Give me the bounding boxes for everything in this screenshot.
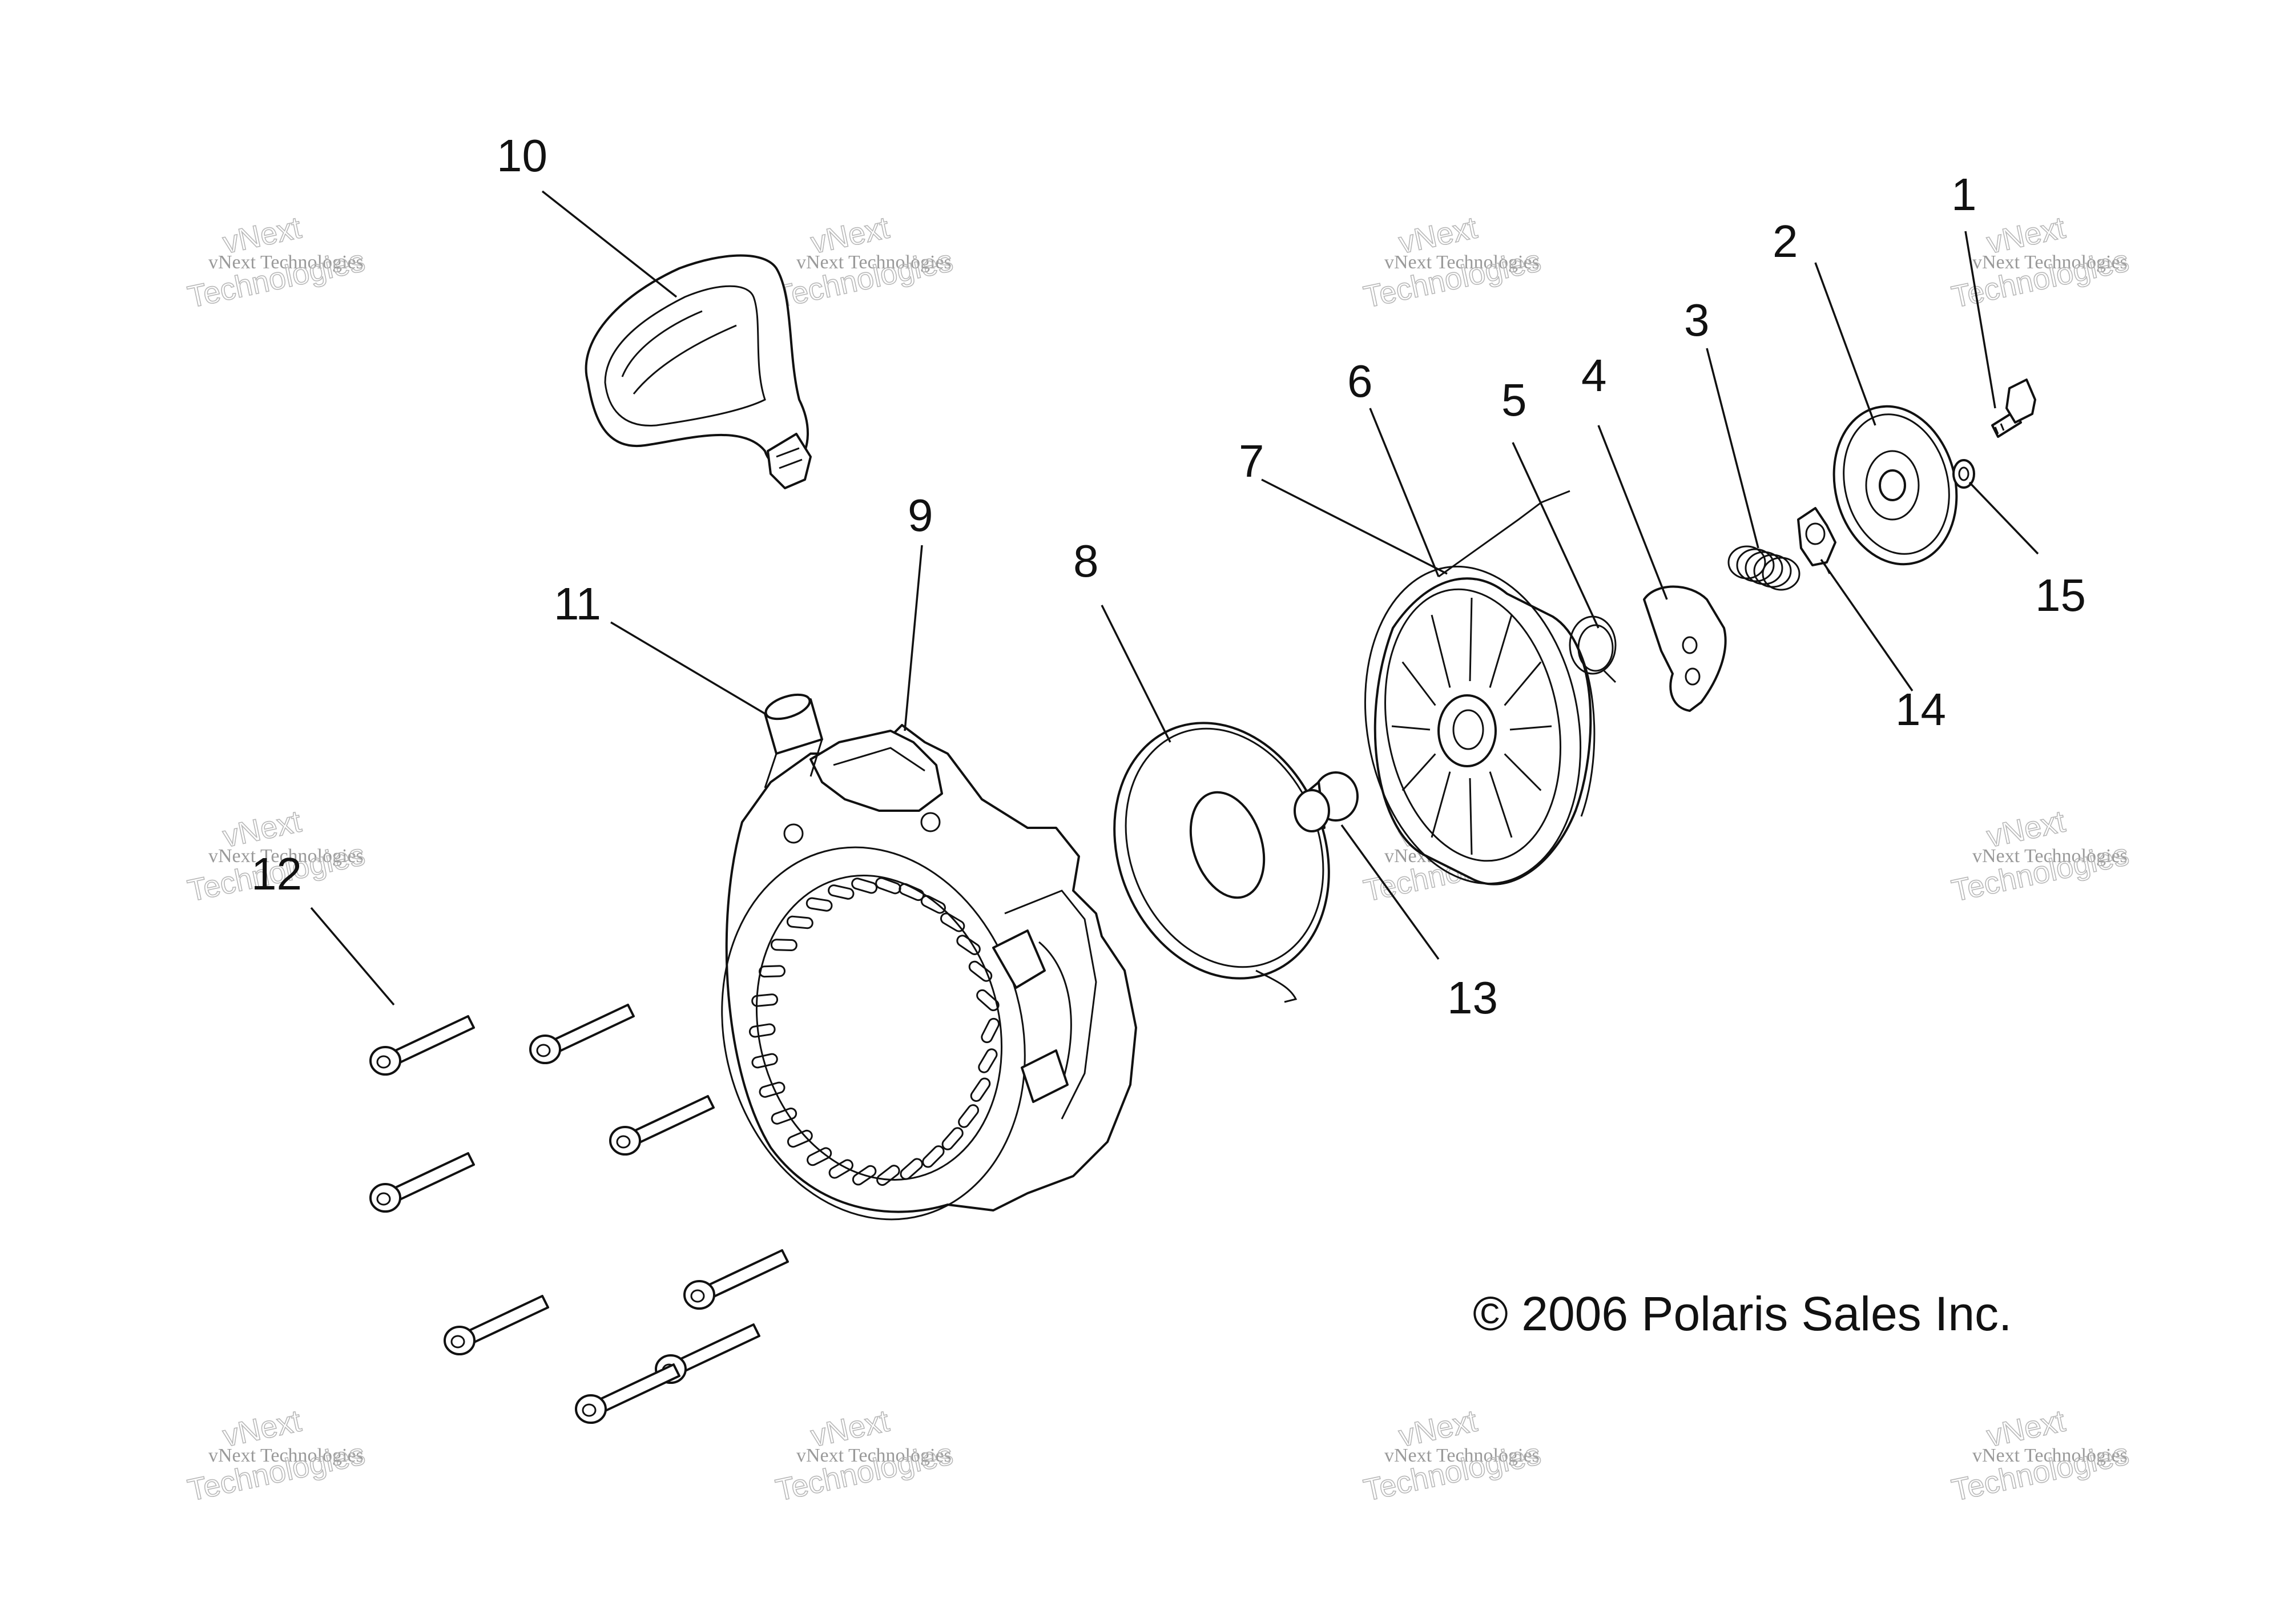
callout-labels: 1 2 3 4 5 6 7 8 9 10 11 12 13 14 15	[251, 130, 2086, 1023]
vent-slot	[852, 1165, 877, 1186]
part-1-bolt	[1991, 379, 2036, 438]
callout-12: 12	[251, 848, 302, 899]
callout-3: 3	[1684, 295, 1710, 345]
vent-slot	[786, 915, 813, 929]
callout-9: 9	[908, 490, 933, 541]
part-2-cover-disc	[1832, 405, 1958, 566]
pulley-rib	[1431, 614, 1451, 688]
part-15-washer	[1952, 459, 1975, 489]
watermark-text: vNext Technologies	[1384, 1445, 1540, 1466]
callout-5: 5	[1501, 375, 1527, 425]
vent-slot	[920, 895, 946, 914]
vent-slot	[759, 965, 786, 978]
vent-slot	[828, 884, 855, 900]
vent-slot	[970, 1077, 991, 1102]
vent-slot	[941, 1127, 964, 1150]
watermark-text: vNext Technologies	[1972, 1445, 2128, 1466]
pulley-ribs	[1391, 597, 1552, 855]
vent-slot	[956, 935, 981, 955]
vent-slot	[771, 1107, 797, 1125]
pulley-rib	[1509, 725, 1552, 731]
bolt-2	[529, 1004, 635, 1064]
callout-2: 2	[1773, 216, 1798, 267]
watermark-text: vNext Technologies	[1384, 252, 1540, 273]
vent-slot	[981, 1017, 1000, 1044]
pulley-rib	[1431, 771, 1451, 838]
part-10-handle	[585, 254, 812, 489]
watermark-text: vNext Technologies	[1972, 846, 2128, 867]
vent-slot	[940, 912, 965, 932]
vent-slot	[978, 1048, 998, 1073]
watermark-text: vNext Technologies	[208, 252, 364, 273]
pulley-rib	[1401, 753, 1436, 791]
leader-lines	[310, 190, 2039, 1006]
callout-7: 7	[1239, 436, 1264, 486]
pulley-rib	[1391, 725, 1431, 731]
callout-11: 11	[554, 578, 601, 629]
pulley-rib	[1489, 614, 1513, 688]
callout-6: 6	[1347, 356, 1373, 406]
vent-slot	[787, 1129, 813, 1148]
part-3-spring	[1727, 545, 1800, 591]
callout-1: 1	[1951, 169, 1977, 220]
part-13-bushing	[1294, 771, 1359, 832]
vent-slot	[968, 960, 993, 982]
part-14-retainer	[1797, 507, 1836, 574]
callout-10: 10	[497, 130, 547, 181]
pulley-rib	[1504, 753, 1542, 791]
bolt-1	[369, 1015, 475, 1076]
vent-slot	[958, 1104, 980, 1128]
callout-15: 15	[2035, 570, 2086, 621]
part-11-plug	[764, 693, 823, 788]
bolt-6	[444, 1295, 549, 1355]
vent-slot	[748, 1023, 776, 1038]
vent-slot	[876, 1165, 900, 1186]
vent-slot	[922, 1145, 945, 1168]
bolt-8	[575, 1363, 680, 1424]
callout-4: 4	[1581, 350, 1607, 401]
pulley-rib	[1489, 771, 1513, 838]
vent-slot	[805, 897, 833, 912]
housing-vent-slots	[748, 877, 1000, 1186]
part-7-pulley	[1364, 565, 1596, 885]
vent-slot	[976, 989, 1000, 1012]
vent-slot	[759, 1081, 786, 1098]
watermark-text: vNext Technologies	[796, 1445, 952, 1466]
watermark-text: vNext Technologies	[208, 846, 364, 867]
watermark-text: vNext Technologies	[1972, 252, 2128, 273]
bolt-3	[609, 1095, 715, 1156]
pulley-rib	[1469, 778, 1473, 855]
vent-slot	[751, 993, 779, 1007]
vent-slot	[900, 1158, 923, 1180]
pulley-rib	[1469, 597, 1473, 682]
callout-14: 14	[1895, 684, 1946, 735]
bolt-4	[369, 1152, 475, 1213]
watermark-text: vNext Technologies	[208, 1445, 364, 1466]
vent-slot	[751, 1053, 778, 1069]
watermark-text: vNext Technologies	[796, 252, 952, 273]
callout-13: 13	[1447, 972, 1498, 1023]
pulley-rib	[1401, 661, 1436, 706]
pulley-rib	[1504, 661, 1542, 706]
vent-slot	[828, 1159, 853, 1179]
copyright-notice: © 2006 Polaris Sales Inc.	[1473, 1287, 2012, 1341]
bolt-5	[683, 1249, 789, 1310]
callout-8: 8	[1073, 536, 1099, 586]
part-12-bolts	[369, 1004, 789, 1424]
part-4-pawl	[1643, 585, 1727, 712]
part-6-rope	[1438, 490, 1570, 578]
vent-slot	[807, 1147, 832, 1166]
part-9-starter-housing	[721, 724, 1137, 1221]
vent-slot	[851, 878, 878, 894]
vent-slot	[770, 939, 797, 952]
